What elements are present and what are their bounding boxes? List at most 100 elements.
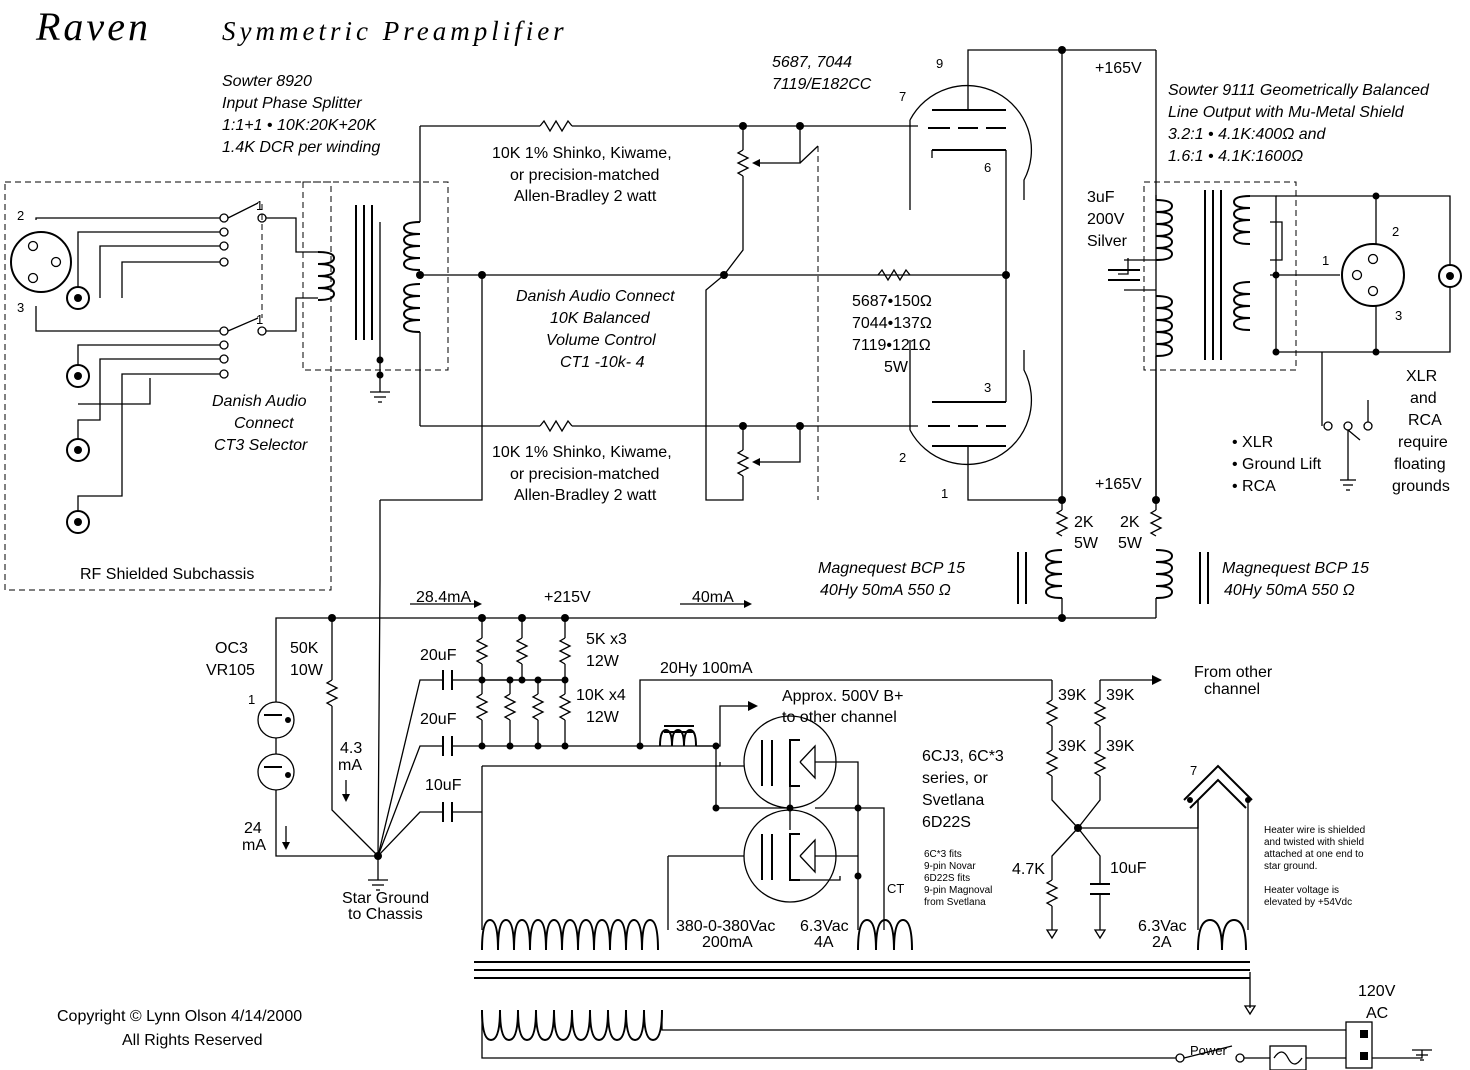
svg-text:Svetlana: Svetlana xyxy=(922,792,984,809)
output-xfmr-shield xyxy=(1143,181,1297,371)
out-pin3-label: 3 xyxy=(1395,308,1402,323)
oc3-regulators xyxy=(257,617,378,857)
svg-text:attached at one end to: attached at one end to xyxy=(1264,849,1364,860)
svg-text:Volume Control: Volume Control xyxy=(546,332,656,349)
choke-labels: Magnequest BCP 15 40Hy 50mA 550 Ω Magneq… xyxy=(818,560,1369,599)
mains-label: 120V AC xyxy=(1358,983,1396,1022)
svg-text:39K: 39K xyxy=(1106,687,1135,704)
svg-text:6D22S: 6D22S xyxy=(922,814,971,831)
svg-text:200V: 200V xyxy=(1087,211,1125,228)
r39k-labels: 39K 39K 39K 39K xyxy=(1058,687,1135,755)
svg-text:Magnequest BCP 15: Magnequest BCP 15 xyxy=(818,560,965,577)
svg-text:Danish Audio: Danish Audio xyxy=(212,393,307,410)
heater-b xyxy=(815,807,885,930)
svg-text:Allen-Bradley 2 watt: Allen-Bradley 2 watt xyxy=(514,188,657,205)
tube-type-label: 5687, 7044 7119/E182CC xyxy=(772,54,872,93)
svg-text:39K: 39K xyxy=(1058,687,1087,704)
svg-text:40Hy 50mA 550 Ω: 40Hy 50mA 550 Ω xyxy=(1224,582,1355,599)
svg-text:Input Phase Splitter: Input Phase Splitter xyxy=(222,95,362,112)
volume-control xyxy=(705,126,819,501)
r10k-label: 10K x4 12W xyxy=(576,687,626,726)
svg-text:Connect: Connect xyxy=(234,415,294,432)
ps-choke xyxy=(639,679,1052,747)
heater-2a-label: 6.3Vac 2A xyxy=(1138,918,1187,951)
out-pin2-label: 2 xyxy=(1392,224,1399,239)
i43-label: 4.3 mA xyxy=(338,740,362,774)
input-resistors xyxy=(420,119,918,433)
pin1-label: 1 xyxy=(941,486,948,501)
output-triode-bottom xyxy=(909,275,1062,501)
sel-pole2-label: 1 xyxy=(256,312,263,327)
svg-text:4.3: 4.3 xyxy=(340,740,362,757)
pin3-label: 3 xyxy=(984,380,991,395)
h-pin4: 7 xyxy=(1190,763,1197,778)
selector-switch xyxy=(219,202,318,379)
xlr-output-jack xyxy=(1341,196,1405,352)
svg-text:VR105: VR105 xyxy=(206,662,255,679)
svg-text:or precision-matched: or precision-matched xyxy=(510,466,659,483)
ps-choke-label: 20Hy 100mA xyxy=(660,660,753,677)
c20b-label: 20uF xyxy=(420,711,457,728)
output-transformer xyxy=(1108,190,1380,500)
svg-text:6.3Vac: 6.3Vac xyxy=(1138,918,1187,935)
svg-text:and: and xyxy=(1410,390,1437,407)
rect-cathode-wire xyxy=(715,746,791,809)
svg-text:RCA: RCA xyxy=(1408,412,1442,429)
c20a-label: 20uF xyxy=(420,647,457,664)
b165-top-label: +165V xyxy=(1095,60,1142,77)
svg-text:elevated by +54Vdc: elevated by +54Vdc xyxy=(1264,897,1352,908)
svg-text:XLR: XLR xyxy=(1406,368,1437,385)
svg-text:Heater wire is shielded: Heater wire is shielded xyxy=(1264,825,1365,836)
r47k-label: 4.7K xyxy=(1012,861,1045,878)
cap-out-label: 3uF 200V Silver xyxy=(1087,189,1128,250)
svg-text:9-pin Magnoval: 9-pin Magnoval xyxy=(924,885,992,896)
svg-text:9-pin Novar: 9-pin Novar xyxy=(924,861,976,872)
input-xfmr-shield xyxy=(302,181,449,371)
power-transformer xyxy=(474,918,1346,1059)
c10b-label: 10uF xyxy=(1110,860,1147,877)
bplus-label: Approx. 500V B+ to other channel xyxy=(782,688,903,726)
output-wire-top xyxy=(1276,195,1451,265)
mains-switch-fuse xyxy=(1175,1021,1432,1070)
resistor-top-label: 10K 1% Shinko, Kiwame, or precision-matc… xyxy=(492,145,672,205)
svg-text:10K 1% Shinko, Kiwame,: 10K 1% Shinko, Kiwame, xyxy=(492,444,672,461)
svg-text:3uF: 3uF xyxy=(1087,189,1115,206)
svg-text:24: 24 xyxy=(244,820,262,837)
svg-text:mA: mA xyxy=(338,757,362,774)
svg-text:1.6:1 • 4.1K:1600Ω: 1.6:1 • 4.1K:1600Ω xyxy=(1168,148,1303,165)
output-triode-top xyxy=(909,70,1033,275)
svg-text:From other: From other xyxy=(1194,664,1273,681)
svg-text:Allen-Bradley 2 watt: Allen-Bradley 2 watt xyxy=(514,487,657,504)
heater-rect-dc xyxy=(1183,764,1253,930)
svg-text:1.4K DCR per winding: 1.4K DCR per winding xyxy=(222,139,380,156)
svg-text:Sowter 9111 Geometrically Bala: Sowter 9111 Geometrically Balanced xyxy=(1168,82,1430,99)
rectifier-label: 6CJ3, 6C*3 series, or Svetlana 6D22S xyxy=(922,748,1004,831)
star-ground-label: Star Ground to Chassis xyxy=(342,890,429,923)
output-xfmr-label: Sowter 9111 Geometrically Balanced Line … xyxy=(1168,82,1430,165)
svg-text:5687, 7044: 5687, 7044 xyxy=(772,54,852,71)
svg-text:7119•121Ω: 7119•121Ω xyxy=(852,337,931,354)
svg-text:5W: 5W xyxy=(884,359,909,376)
ct-label: CT xyxy=(887,881,904,896)
pin2-label: 2 xyxy=(899,450,906,465)
pin7-label: 7 xyxy=(899,89,906,104)
heater-4a-label: 6.3Vac 4A xyxy=(800,918,849,951)
xlr-pin2-label: 2 xyxy=(17,208,24,223)
svg-text:Line Output with Mu-Metal Shie: Line Output with Mu-Metal Shield xyxy=(1168,104,1405,121)
svg-text:Sowter 8920: Sowter 8920 xyxy=(222,73,312,90)
svg-text:mA: mA xyxy=(242,837,266,854)
svg-text:Magnequest BCP 15: Magnequest BCP 15 xyxy=(1222,560,1369,577)
r50k xyxy=(325,618,379,857)
i28-label: 28.4mA xyxy=(416,589,471,606)
ground-switch xyxy=(1321,352,1373,491)
input-wiring xyxy=(35,217,222,511)
heater-note: Heater wire is shielded and twisted with… xyxy=(1264,825,1365,908)
svg-text:7119/E182CC: 7119/E182CC xyxy=(772,76,872,93)
svg-text:10K x4: 10K x4 xyxy=(576,687,626,704)
svg-text:CT1 -10k- 4: CT1 -10k- 4 xyxy=(560,354,645,371)
svg-text:200mA: 200mA xyxy=(702,934,753,951)
b165-bottom-label: +165V xyxy=(1095,476,1142,493)
bleeder-resistors xyxy=(475,618,572,746)
svg-text:grounds: grounds xyxy=(1392,478,1450,495)
out-pin1-label: 1 xyxy=(1322,253,1329,268)
